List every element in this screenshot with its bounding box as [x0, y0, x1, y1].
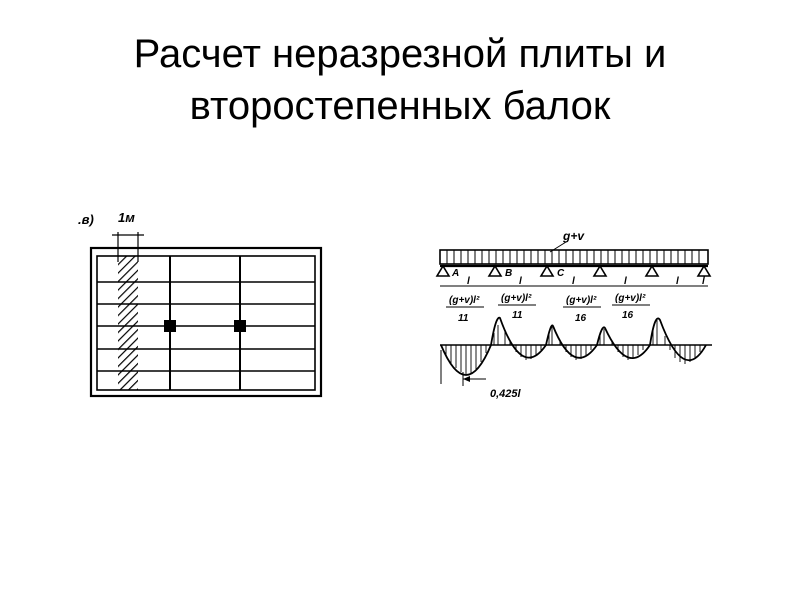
- floor-plan: .в) 1м: [78, 210, 323, 398]
- span-label: l: [519, 276, 522, 287]
- svg-text:(g+v)l²: (g+v)l²: [615, 293, 646, 304]
- strip-width-label: 1м: [118, 210, 135, 225]
- moment-label: (g+v)l² 16: [612, 293, 650, 321]
- span-label: l: [702, 276, 705, 287]
- support-label-c: C: [557, 268, 565, 279]
- support-label-b: B: [505, 268, 512, 279]
- moment-label: (g+v)l² 11: [446, 295, 484, 324]
- slide-title: Расчет неразрезной плиты и второстепенны…: [0, 28, 800, 132]
- svg-text:(g+v)l²: (g+v)l²: [501, 293, 532, 304]
- title-line-1: Расчет неразрезной плиты и: [133, 32, 667, 76]
- design-strip: [118, 256, 138, 390]
- svg-text:(g+v)l²: (g+v)l²: [449, 295, 480, 306]
- span-label: l: [624, 276, 627, 287]
- span-label: l: [572, 276, 575, 287]
- inner-wall: [96, 255, 316, 391]
- column: [234, 320, 246, 332]
- moment-label: (g+v)l² 11: [498, 293, 536, 321]
- svg-text:11: 11: [512, 310, 523, 321]
- moment-diagram: 0,425l: [440, 316, 712, 400]
- svg-text:(g+v)l²: (g+v)l²: [566, 295, 597, 306]
- support: [644, 264, 660, 277]
- svg-text:16: 16: [575, 313, 587, 324]
- load-label: g+v: [562, 229, 585, 243]
- span-label: l: [676, 276, 679, 287]
- svg-text:16: 16: [622, 310, 634, 321]
- support-label-a: A: [451, 268, 459, 279]
- span-label: l: [467, 276, 470, 287]
- support: [487, 264, 503, 277]
- dimension-label: 0,425l: [490, 388, 522, 400]
- support: [592, 264, 608, 277]
- distributed-load: [439, 249, 709, 265]
- outer-wall: [89, 246, 323, 398]
- beam-scheme: g+v A B C l l l l l l (g+v)l² 11: [435, 229, 712, 400]
- column: [164, 320, 176, 332]
- svg-text:11: 11: [458, 313, 469, 324]
- support: [539, 264, 555, 277]
- moment-curve: [440, 316, 707, 376]
- title-line-2: второстепенных балок: [189, 84, 611, 128]
- panel-label: .в): [78, 212, 94, 227]
- moment-label: (g+v)l² 16: [563, 295, 601, 324]
- support: [696, 264, 712, 277]
- support: [435, 264, 451, 277]
